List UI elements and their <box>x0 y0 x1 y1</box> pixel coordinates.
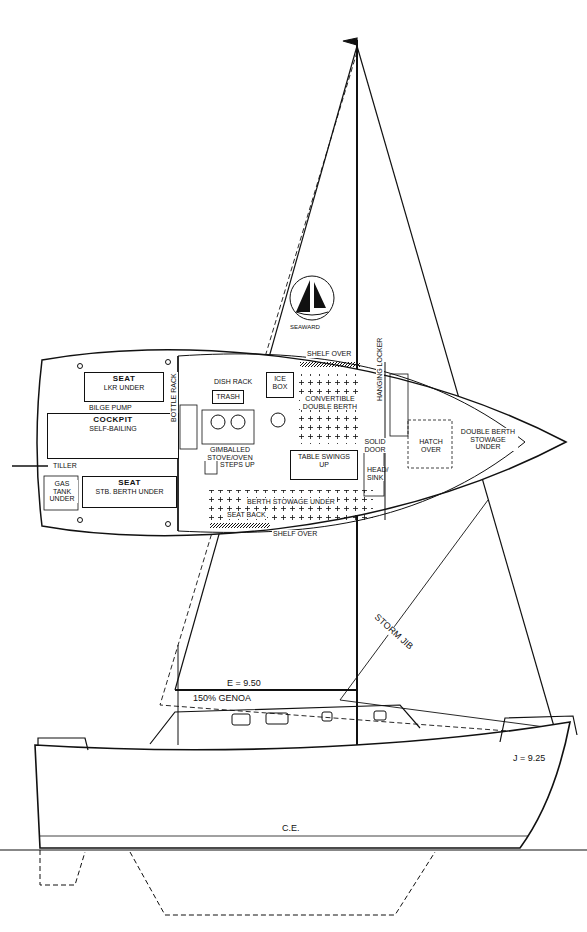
compartment-label: ICE BOX <box>270 375 290 390</box>
compartment-label: COCKPIT <box>51 416 175 425</box>
compartment-label: LKR UNDER <box>88 384 160 392</box>
window <box>232 714 250 725</box>
compartment-label: TRASH <box>216 393 240 401</box>
burner <box>231 415 245 429</box>
compartment-label: SEAT <box>86 479 173 488</box>
pad-eye <box>166 360 171 365</box>
stern-rail <box>38 738 88 750</box>
part-label: GIMBALLED STOVE/OVEN <box>203 446 257 461</box>
head <box>364 452 384 496</box>
compartment-box: SEATSTB. BERTH UNDER <box>82 476 177 508</box>
compartment-box: COCKPITSELF-BAILING <box>47 413 179 459</box>
boot-stripe <box>40 836 528 837</box>
boom <box>175 689 357 691</box>
hatch <box>408 420 452 468</box>
part-label: HATCH OVER <box>411 438 451 453</box>
burner <box>211 415 225 429</box>
genoa-outline <box>160 52 548 734</box>
part-label: SHELF OVER <box>272 530 318 538</box>
hull-profile <box>35 722 570 848</box>
part-label: HANGING LOCKER <box>376 337 384 402</box>
part-label: C.E. <box>281 824 301 834</box>
compartment-label: SELF-BAILING <box>51 425 175 433</box>
part-label: STEPS UP <box>219 461 256 469</box>
part-label: SEAT BACK <box>226 511 267 519</box>
part-label: SOLID DOOR <box>363 438 387 453</box>
part-label: J = 9.25 <box>512 754 546 764</box>
gas-locker <box>44 476 78 510</box>
compartment-label: TABLE SWINGS UP <box>294 453 354 468</box>
part-label: DISH RACK <box>213 378 253 386</box>
part-label: CONVERTIBLE DOUBLE BERTH <box>300 395 360 410</box>
hull-outline <box>37 350 566 536</box>
tiller <box>12 465 48 467</box>
compartment-box: SEATLKR UNDER <box>84 372 164 402</box>
compartment-box: ICE BOX <box>266 372 294 398</box>
profile <box>0 705 587 915</box>
part-label: 150% GENOA <box>192 694 252 704</box>
berth-cushion <box>298 374 360 444</box>
portlight <box>374 711 386 720</box>
portlight <box>322 712 332 721</box>
part-label: E = 9.50 <box>226 679 262 689</box>
compartment-box: TRASH <box>212 390 244 404</box>
part-label: TILLER <box>52 462 78 470</box>
part-label: SEAWARD <box>289 324 321 331</box>
logo-hull <box>296 312 328 315</box>
waterline <box>0 849 587 850</box>
stove <box>202 410 254 444</box>
compartment-label: STB. BERTH UNDER <box>86 488 173 496</box>
part-label: BERTH STOWAGE UNDER <box>245 498 337 506</box>
keel <box>130 852 435 915</box>
pad-eye <box>166 522 171 527</box>
part-label: GAS TANK UNDER <box>46 480 78 503</box>
pad-eye <box>78 364 83 369</box>
shelf <box>300 362 360 367</box>
storm-jib-outline <box>340 500 545 727</box>
compartment-box: TABLE SWINGS UP <box>290 450 358 480</box>
shelf <box>210 523 270 528</box>
sail-logo <box>290 276 334 320</box>
part-label: BOTTLE RACK <box>170 372 178 423</box>
bow-pulpit <box>500 716 577 742</box>
cabin-outline <box>178 354 525 533</box>
boom-crutch <box>178 645 179 745</box>
rudder <box>40 850 85 885</box>
compartment-label: SEAT <box>88 375 160 384</box>
window <box>266 713 288 724</box>
deck-plan <box>12 350 566 536</box>
part-label: BILGE PUMP <box>88 404 133 412</box>
pad-eye <box>78 518 83 523</box>
locker <box>390 374 408 436</box>
cabin-house <box>150 705 420 744</box>
part-label: DOUBLE BERTH STOWAGE UNDER <box>458 428 518 451</box>
part-label: SHELF OVER <box>306 350 352 358</box>
berth-cushion <box>205 490 373 524</box>
masthead-flag <box>343 38 357 45</box>
sink <box>271 413 285 427</box>
logo-sails <box>296 280 326 312</box>
part-label: STORM JIB <box>371 612 415 653</box>
part-label: HEAD/ SINK <box>366 466 384 481</box>
bottle-rack <box>180 405 197 449</box>
